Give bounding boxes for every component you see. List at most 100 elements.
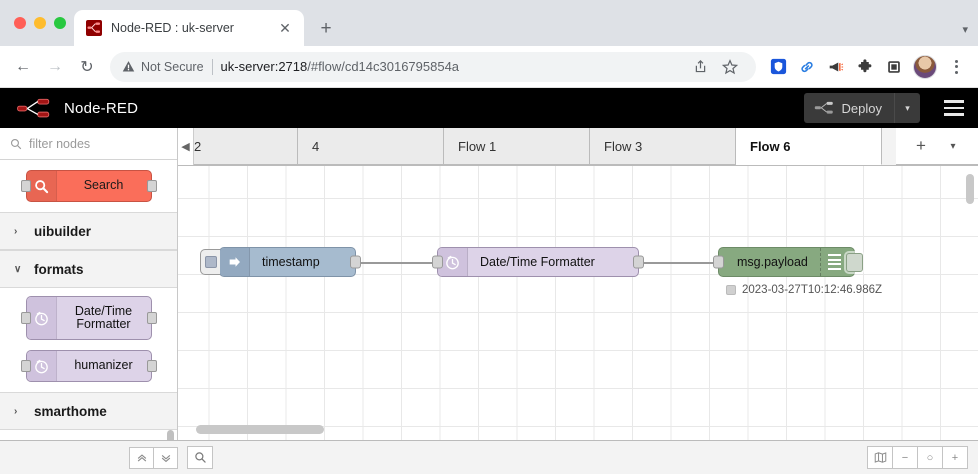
- palette-category-formats[interactable]: ∨ formats: [0, 250, 177, 288]
- flow-tabbar: ◀ 2 4 Flow 1 Flow 3 Flow 6 + ▾: [178, 128, 978, 166]
- node-input-port[interactable]: [20, 180, 31, 192]
- palette-node-label: Date/Time Formatter: [74, 303, 133, 331]
- window-traffic-lights: [10, 0, 74, 46]
- back-icon[interactable]: ←: [15, 57, 31, 75]
- omnibox-divider: [211, 58, 213, 75]
- node-output-port[interactable]: [146, 180, 157, 192]
- flow-node-label: Date/Time Formatter: [480, 255, 595, 269]
- canvas-column: ◀ 2 4 Flow 1 Flow 3 Flow 6 + ▾: [178, 128, 978, 440]
- search-icon[interactable]: [187, 446, 213, 469]
- footer-search-area: [178, 446, 868, 469]
- close-window-button[interactable]: [14, 17, 26, 29]
- flow-tab-flow-3[interactable]: Flow 3: [590, 128, 736, 165]
- new-tab-button[interactable]: +: [320, 17, 332, 39]
- collapse-all-icon[interactable]: [129, 446, 154, 469]
- flow-tab-2[interactable]: 2: [194, 128, 298, 165]
- chevron-right-icon: ›: [14, 225, 18, 237]
- flow-node-label: timestamp: [262, 255, 320, 269]
- deploy-node-icon: [814, 101, 834, 115]
- security-label: Not Secure: [141, 59, 204, 74]
- minimize-window-button[interactable]: [34, 17, 46, 29]
- chevron-down-icon: ∨: [14, 263, 22, 275]
- shield-badge-icon[interactable]: [764, 53, 792, 81]
- link-icon[interactable]: [793, 53, 821, 81]
- palette-category-formats-content: Date/Time Formatter humanizer: [0, 288, 177, 392]
- palette-node-humanizer[interactable]: humanizer: [20, 350, 157, 382]
- flow-tab-flow-1[interactable]: Flow 1: [444, 128, 590, 165]
- puzzle-piece-icon[interactable]: [851, 53, 879, 81]
- forward-icon: →: [47, 57, 63, 75]
- node-input-port[interactable]: [20, 312, 31, 324]
- nodered-header: Node-RED Deploy ▾: [0, 88, 978, 128]
- maximize-window-button[interactable]: [54, 17, 66, 29]
- share-icon[interactable]: [686, 53, 714, 81]
- flow-tab-flow-6[interactable]: Flow 6: [736, 128, 882, 165]
- palette-node-datetime-formatter[interactable]: Date/Time Formatter: [20, 296, 157, 340]
- filter-nodes-input[interactable]: filter nodes: [29, 136, 91, 151]
- add-flow-button[interactable]: +: [916, 136, 926, 155]
- deploy-label: Deploy: [841, 100, 882, 116]
- nodered-brand-title: Node-RED: [64, 99, 139, 117]
- node-output-port[interactable]: [146, 360, 157, 372]
- node-input-port[interactable]: [20, 360, 31, 372]
- clock-icon: [26, 297, 57, 339]
- map-icon[interactable]: [867, 446, 893, 469]
- search-icon: [10, 138, 22, 149]
- debug-node-controls: [819, 248, 869, 276]
- avatar[interactable]: [913, 54, 937, 79]
- wire-formatter-to-debug[interactable]: [638, 262, 716, 264]
- magnifier-icon: [26, 171, 57, 201]
- node-output-port[interactable]: [633, 255, 644, 269]
- chevron-down-icon[interactable]: ▾: [962, 24, 968, 36]
- flow-list-menu-button[interactable]: ▾: [950, 140, 956, 152]
- megaphone-icon[interactable]: [822, 53, 850, 81]
- bookmark-star-icon[interactable]: [716, 53, 744, 81]
- palette-scrollbar[interactable]: [167, 430, 174, 440]
- deploy-button[interactable]: Deploy ▾: [803, 93, 920, 123]
- close-icon[interactable]: ✕: [279, 20, 291, 36]
- node-input-port[interactable]: [432, 255, 443, 269]
- canvas-vertical-scrollbar[interactable]: [966, 174, 974, 204]
- chevron-down-icon[interactable]: ▾: [894, 93, 920, 123]
- debug-status-text: 2023-03-27T10:12:46.986Z: [742, 284, 883, 296]
- node-output-port[interactable]: [350, 255, 361, 269]
- inject-trigger-button[interactable]: [200, 249, 220, 275]
- zoom-reset-button[interactable]: ○: [917, 446, 943, 469]
- nodered-logo-icon: [16, 97, 54, 119]
- hamburger-menu-icon[interactable]: [944, 100, 964, 116]
- palette-category-uibuilder[interactable]: › uibuilder: [0, 212, 177, 250]
- browser-tab-active[interactable]: Node-RED : uk-server ✕: [74, 10, 304, 46]
- palette-filter-row[interactable]: filter nodes: [0, 128, 177, 160]
- browser-tab-title: Node-RED : uk-server: [111, 21, 234, 35]
- debug-enable-toggle[interactable]: [845, 252, 863, 272]
- wire-inject-to-formatter[interactable]: [355, 262, 435, 264]
- flow-canvas[interactable]: timestamp Date/Time Formatter: [178, 166, 978, 440]
- url-path: /#flow/cd14c3016795854a: [307, 59, 460, 74]
- palette-category-smarthome[interactable]: › smarthome: [0, 392, 177, 430]
- node-output-port[interactable]: [146, 312, 157, 324]
- tab-scroll-left-button[interactable]: ◀: [178, 128, 194, 165]
- canvas-horizontal-scrollbar[interactable]: [196, 425, 324, 434]
- clock-icon: [438, 248, 468, 276]
- zoom-out-button[interactable]: −: [892, 446, 918, 469]
- browser-tabstrip: Node-RED : uk-server ✕ + ▾: [0, 0, 978, 46]
- node-input-port[interactable]: [713, 255, 724, 269]
- url-host: uk-server:2718: [220, 59, 308, 74]
- palette-node-label: humanizer: [74, 358, 133, 373]
- zoom-in-button[interactable]: +: [942, 446, 968, 469]
- reload-icon[interactable]: ↻: [80, 58, 94, 76]
- flow-node-datetime-formatter[interactable]: Date/Time Formatter: [432, 247, 644, 277]
- kebab-menu-icon[interactable]: [942, 53, 970, 81]
- security-indicator[interactable]: Not Secure: [122, 60, 204, 74]
- flow-node-inject-timestamp[interactable]: timestamp: [200, 247, 361, 277]
- flow-node-debug[interactable]: msg.payload: [713, 247, 863, 277]
- flow-tab-4[interactable]: 4: [298, 128, 444, 165]
- palette-body: Search › uibuilder ∨ formats: [0, 160, 177, 440]
- address-bar[interactable]: Not Secure uk-server:2718/#flow/cd14c301…: [110, 51, 756, 82]
- square-icon[interactable]: [880, 53, 908, 81]
- nodered-favicon: [86, 20, 102, 36]
- flow-tab-actions: + ▾: [896, 128, 978, 165]
- palette-node-search[interactable]: Search: [20, 170, 157, 202]
- node-palette: filter nodes Search ›: [0, 128, 178, 440]
- expand-all-icon[interactable]: [153, 446, 178, 469]
